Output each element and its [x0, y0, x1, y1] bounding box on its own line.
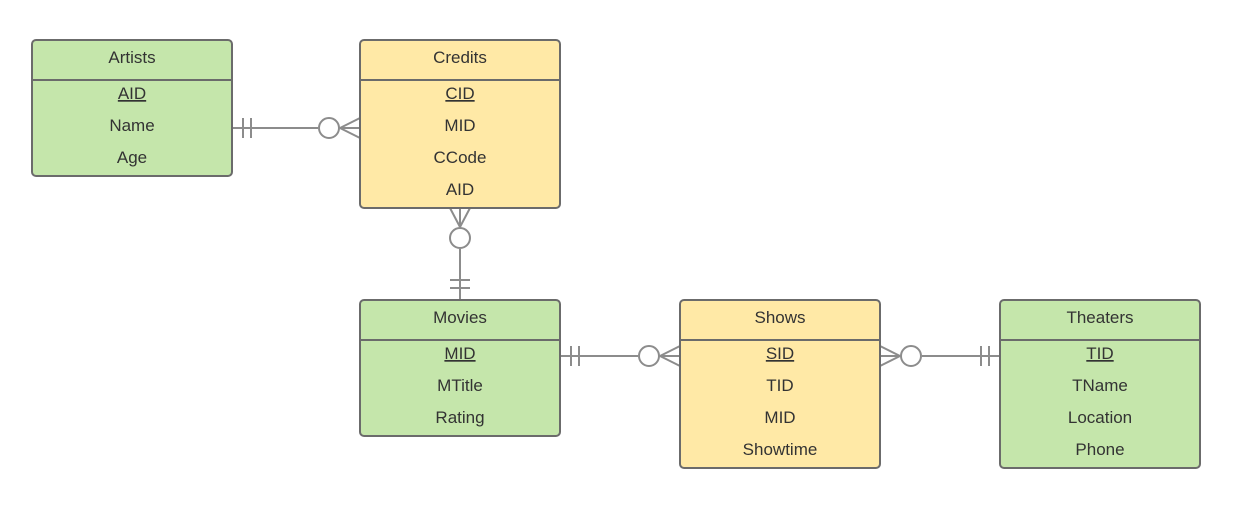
- entity-movies[interactable]: Movies MID MTitle Rating: [359, 299, 561, 437]
- entity-title: Theaters: [1066, 308, 1133, 327]
- entity-artists[interactable]: Artists AID Name Age: [31, 39, 233, 177]
- attribute: MTitle: [437, 376, 483, 395]
- crow-foot-left: [449, 207, 461, 228]
- relationship-theaters-shows: [879, 345, 1000, 367]
- crow-foot-right: [459, 207, 471, 228]
- relationship-movies-credits: [449, 207, 471, 300]
- crow-foot-lower: [879, 355, 901, 367]
- attribute: Age: [117, 148, 147, 167]
- entity-title: Artists: [108, 48, 155, 67]
- entity-theaters[interactable]: Theaters TID TName Location Phone: [999, 299, 1201, 469]
- attribute: TName: [1072, 376, 1128, 395]
- crow-foot-lower: [339, 127, 361, 139]
- entity-title: Shows: [754, 308, 805, 327]
- zero-circle: [449, 227, 471, 249]
- attribute: MID: [444, 116, 475, 135]
- relationship-movies-shows: [560, 345, 681, 367]
- entity-credits[interactable]: Credits CID MID CCode AID: [359, 39, 561, 209]
- attribute: Name: [109, 116, 154, 135]
- attribute: Rating: [435, 408, 484, 427]
- attribute: Showtime: [743, 440, 818, 459]
- crow-foot-lower: [659, 355, 681, 367]
- attribute: AID: [446, 180, 474, 199]
- primary-key-attribute: SID: [766, 344, 794, 363]
- crow-foot-upper: [339, 117, 361, 129]
- zero-circle: [318, 117, 340, 139]
- zero-circle: [638, 345, 660, 367]
- entity-shows[interactable]: Shows SID TID MID Showtime: [679, 299, 881, 469]
- attribute: Phone: [1075, 440, 1124, 459]
- relationship-artists-credits: [232, 117, 361, 139]
- zero-circle: [900, 345, 922, 367]
- primary-key-attribute: MID: [444, 344, 475, 363]
- primary-key-attribute: TID: [1086, 344, 1113, 363]
- entity-title: Movies: [433, 308, 487, 327]
- crow-foot-upper: [879, 345, 901, 357]
- primary-key-attribute: CID: [445, 84, 474, 103]
- attribute: MID: [764, 408, 795, 427]
- crow-foot-upper: [659, 345, 681, 357]
- attribute: CCode: [434, 148, 487, 167]
- attribute: TID: [766, 376, 793, 395]
- primary-key-attribute: AID: [118, 84, 146, 103]
- attribute: Location: [1068, 408, 1132, 427]
- entity-title: Credits: [433, 48, 487, 67]
